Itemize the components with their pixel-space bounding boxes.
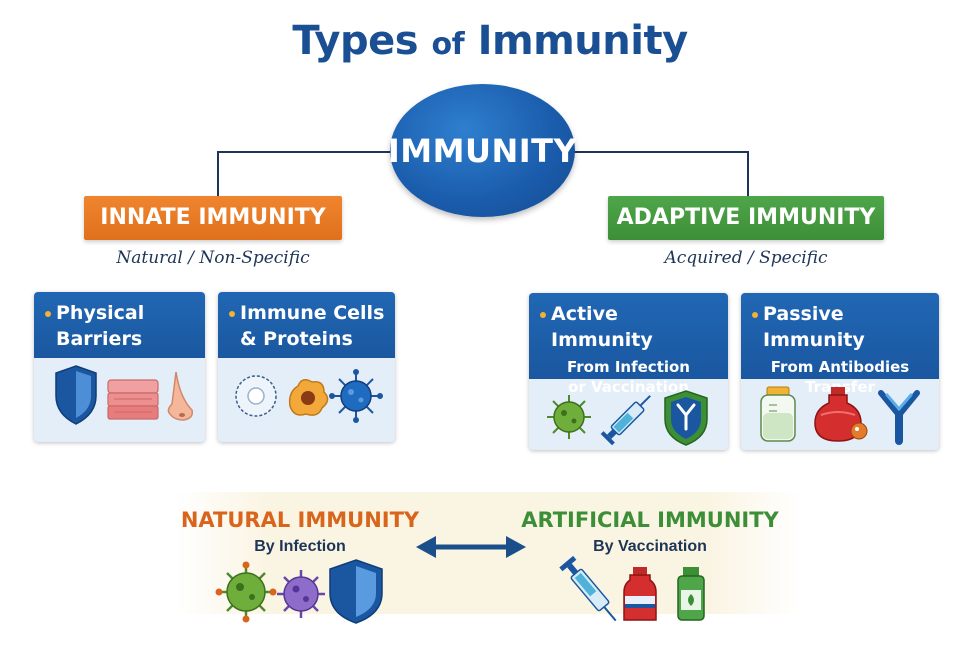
virus-purple-icon xyxy=(277,570,325,618)
vaccine-bottle-green-icon xyxy=(678,567,704,620)
syringe-icon xyxy=(559,556,622,627)
shield-icon xyxy=(330,560,382,623)
vaccine-bottle-red-icon xyxy=(624,567,656,620)
virus-green-icon xyxy=(216,562,277,623)
double-arrow-icon xyxy=(416,536,526,558)
